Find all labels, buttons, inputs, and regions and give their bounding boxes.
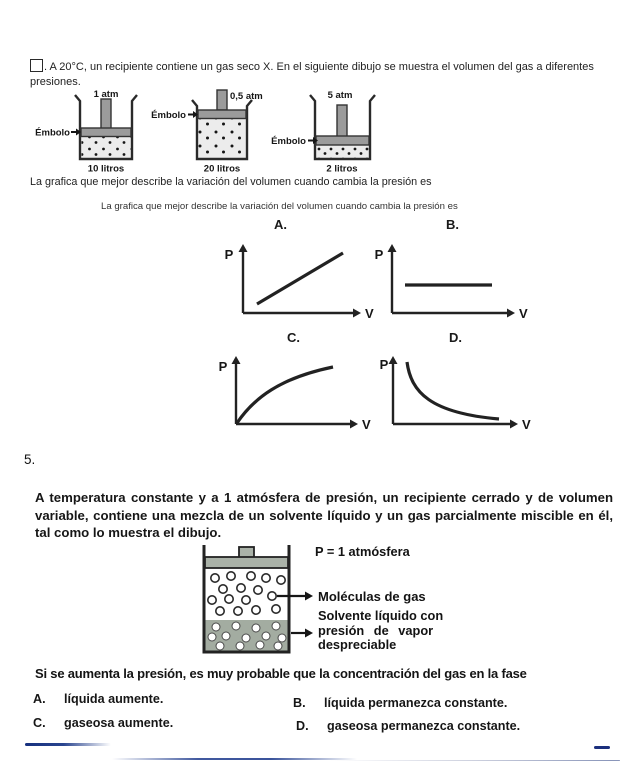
piston-plate — [197, 109, 247, 120]
arrow-right-icon — [193, 111, 198, 118]
container-diagram — [202, 545, 313, 654]
checkbox-icon[interactable] — [30, 59, 43, 72]
y-axis-label: P — [380, 357, 389, 372]
piston-diagram-1atm: 1 atm Émbolo 10 litros — [35, 89, 138, 175]
graph-option-a-label: A. — [274, 217, 287, 232]
piston-diagram-5atm: 5 atm Émbolo 2 litros — [271, 90, 376, 175]
arrow-up-icon — [231, 356, 241, 364]
x-axis-label: V — [365, 306, 374, 321]
pressure-label: 0,5 atm — [230, 91, 263, 102]
solvent-label-line1: Solvente líquido con — [318, 608, 444, 623]
x-axis-label: V — [519, 306, 528, 321]
option-d[interactable]: D. gaseosa permanezca constante. — [296, 719, 520, 733]
pen-line-artifact — [112, 758, 357, 760]
arrow-up-icon — [238, 244, 248, 252]
piston-label: Émbolo — [271, 136, 306, 147]
option-c[interactable]: C. gaseosa aumente. — [33, 716, 173, 730]
arrow-right-icon — [305, 628, 313, 638]
arrow-right-icon — [353, 308, 361, 318]
gas-region — [316, 145, 369, 159]
graph-option-b-label: B. — [446, 217, 459, 232]
arrow-right-icon — [350, 419, 358, 429]
arrow-up-icon — [388, 356, 398, 364]
arrow-right-icon — [76, 128, 81, 136]
option-c-text: gaseosa aumente. — [64, 716, 174, 730]
y-axis-label: P — [219, 359, 228, 374]
gas-molecules-label: Moléculas de gas — [318, 589, 426, 604]
graph-b-horizontal-line: P V — [375, 244, 528, 321]
piston-label: Émbolo — [35, 128, 70, 139]
arrow-right-icon — [510, 419, 518, 429]
data-curve — [235, 365, 334, 424]
solvent-label-line3: despreciable — [318, 637, 397, 652]
piston-plate — [204, 556, 289, 569]
question4-intro: . A 20°C, un recipiente contiene un gas … — [30, 59, 612, 90]
container-walls — [309, 94, 376, 161]
option-b-letter: B. — [293, 696, 306, 710]
question4-prompt-repeat: La grafica que mejor describe la variaci… — [101, 201, 458, 212]
option-d-text: gaseosa permanezca constante. — [327, 719, 521, 733]
graph-option-c-label: C. — [287, 330, 300, 345]
piston-diagram-05atm: 0,5 atm Émbolo 20 litros — [151, 89, 263, 175]
graph-d-hyperbolic-curve: P V — [380, 356, 531, 432]
gas-region — [198, 118, 246, 159]
solvent-label: Solvente líquido con presión de vapor de… — [318, 608, 468, 653]
y-axis-label: P — [375, 247, 384, 262]
graph-c-concave-curve: P V — [219, 356, 371, 432]
y-axis-label: P — [225, 247, 234, 262]
x-axis-label: V — [522, 417, 531, 432]
option-a-text: líquida aumente. — [64, 692, 164, 706]
graph-option-d-label: D. — [449, 330, 462, 345]
container-walls — [191, 99, 253, 161]
option-b[interactable]: B. líquida permanezca constante. — [293, 696, 507, 710]
option-a-letter: A. — [33, 692, 46, 706]
piston-rod — [100, 98, 112, 130]
piston-plate — [315, 135, 370, 146]
option-d-letter: D. — [296, 719, 309, 733]
question4-prompt: La grafica que mejor describe la variaci… — [30, 176, 432, 188]
graph-a-rising-line: P V — [225, 244, 374, 321]
data-curve — [405, 361, 500, 421]
pressure-label: P = 1 atmósfera — [315, 544, 410, 559]
gas-molecules — [207, 570, 287, 617]
liquid-molecules — [207, 621, 287, 651]
arrow-right-icon — [507, 308, 515, 318]
volume-label: 10 litros — [88, 164, 124, 175]
piston-rod — [336, 104, 348, 138]
pen-line-artifact — [330, 759, 620, 761]
pressure-label: 5 atm — [328, 90, 353, 101]
volume-label: 20 litros — [204, 164, 240, 175]
option-c-letter: C. — [33, 716, 46, 730]
option-a[interactable]: A. líquida aumente. — [33, 692, 163, 706]
gas-region — [81, 136, 131, 159]
question5-number: 5. — [24, 452, 36, 467]
arrow-right-icon — [305, 591, 313, 601]
pressure-label: 1 atm — [94, 89, 119, 100]
pen-dash-artifact — [594, 746, 610, 750]
x-axis-label: V — [362, 417, 371, 432]
data-line — [256, 251, 344, 306]
volume-label: 2 litros — [326, 164, 357, 175]
solvent-label-line2: presión de vapor — [318, 622, 434, 638]
piston-plate — [80, 127, 132, 138]
pen-line-artifact — [25, 743, 111, 747]
question4-intro-text: . A 20°C, un recipiente contiene un gas … — [30, 61, 594, 88]
arrow-right-icon — [313, 137, 318, 144]
option-b-text: líquida permanezca constante. — [324, 696, 508, 710]
question5-paragraph: A temperatura constante y a 1 atmósfera … — [35, 490, 613, 540]
arrow-up-icon — [387, 244, 397, 252]
piston-label: Émbolo — [151, 110, 186, 121]
piston-rod — [216, 89, 228, 111]
container-walls — [202, 545, 291, 654]
question5-question: Si se aumenta la presión, es muy probabl… — [35, 666, 527, 681]
container-walls — [74, 94, 138, 161]
